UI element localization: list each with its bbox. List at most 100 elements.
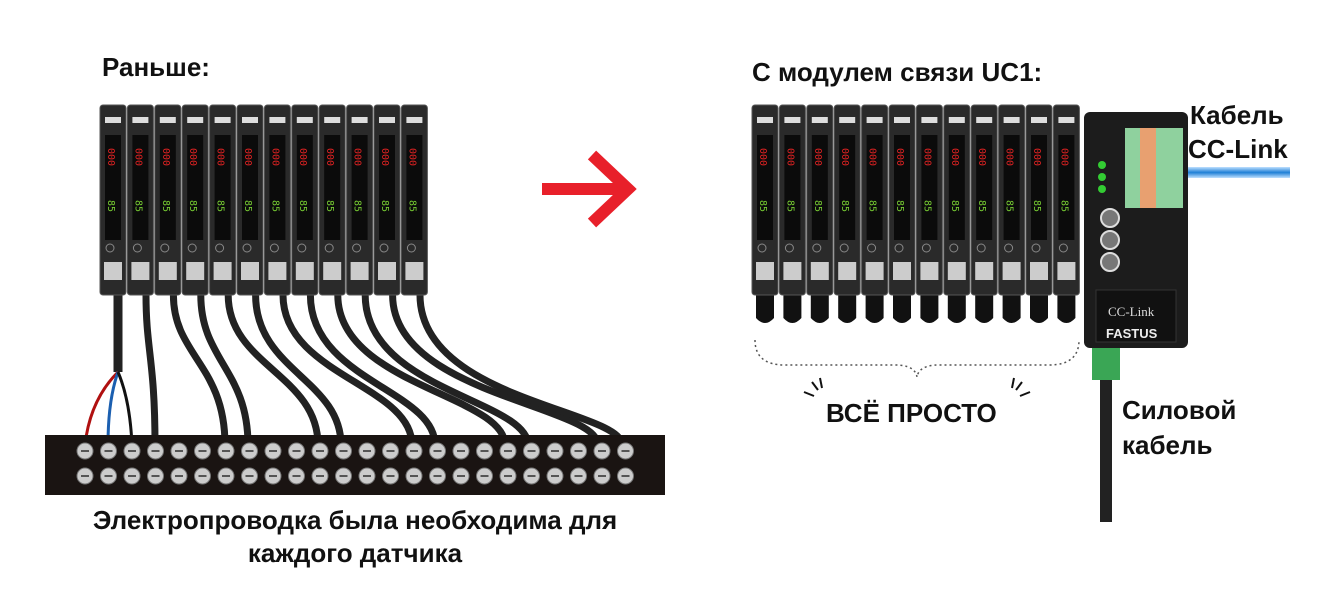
sensor-unit: 000 85 — [970, 104, 998, 323]
sensor-array-after: 000 85 000 85 000 85 000 85 000 85 000 85 000 85 000 85… — [751, 104, 1080, 323]
caption-line-2: каждого датчика — [247, 538, 463, 568]
sensor-array-before: 000 85 000 85 000 85 000 85 000 85 000 85 000 85 000 85… — [99, 104, 428, 296]
svg-text:000: 000 — [242, 148, 253, 166]
status-led — [1098, 161, 1106, 169]
svg-text:85: 85 — [324, 200, 335, 212]
svg-text:85: 85 — [949, 200, 960, 212]
rotary-switch — [1100, 230, 1120, 250]
svg-text:85: 85 — [867, 200, 878, 212]
svg-text:85: 85 — [1004, 200, 1015, 212]
svg-text:000: 000 — [105, 148, 116, 166]
after-title: С модулем связи UC1: — [752, 57, 1043, 87]
svg-text:85: 85 — [1031, 200, 1042, 212]
sensor-unit: 000 85 — [915, 104, 943, 323]
sensor-cable — [389, 294, 602, 446]
svg-text:000: 000 — [949, 148, 960, 166]
uc1-module: CC-Link FASTUS — [1084, 112, 1188, 348]
svg-text:000: 000 — [297, 148, 308, 166]
sensor-unit: 000 85 — [1052, 104, 1080, 323]
sensor-unit: 000 85 — [346, 104, 374, 296]
svg-text:000: 000 — [406, 148, 417, 166]
red-wire — [83, 370, 120, 446]
svg-text:000: 000 — [976, 148, 987, 166]
svg-text:85: 85 — [894, 200, 905, 212]
sensor-unit: 000 85 — [236, 104, 264, 296]
sensor-unit: 000 85 — [888, 104, 916, 323]
svg-text:000: 000 — [757, 148, 768, 166]
terminal-screws — [76, 442, 634, 485]
svg-text:85: 85 — [269, 200, 280, 212]
sensor-unit: 000 85 — [806, 104, 834, 323]
svg-text:85: 85 — [784, 200, 795, 212]
power-cable — [1100, 340, 1112, 522]
sensor-unit: 000 85 — [861, 104, 889, 323]
sensor-unit: 000 85 — [998, 104, 1026, 323]
svg-text:000: 000 — [1004, 148, 1015, 166]
sensor-cable — [334, 294, 509, 446]
svg-text:000: 000 — [867, 148, 878, 166]
svg-text:000: 000 — [839, 148, 850, 166]
sensor-cables — [83, 294, 626, 446]
svg-text:85: 85 — [921, 200, 932, 212]
svg-text:85: 85 — [132, 200, 143, 212]
svg-text:85: 85 — [352, 200, 363, 212]
simple-label: ВСЁ ПРОСТО — [826, 398, 997, 428]
svg-text:85: 85 — [812, 200, 823, 212]
svg-text:000: 000 — [812, 148, 823, 166]
svg-text:000: 000 — [894, 148, 905, 166]
sensor-unit: 000 85 — [263, 104, 291, 296]
sensor-unit: 000 85 — [943, 104, 971, 323]
svg-text:85: 85 — [1058, 200, 1069, 212]
sensor-cable — [169, 294, 229, 446]
sensor-cable — [361, 294, 532, 446]
svg-text:000: 000 — [379, 148, 390, 166]
sensor-cable — [279, 294, 416, 446]
svg-text:85: 85 — [976, 200, 987, 212]
cc-link-label-1: Кабель — [1190, 100, 1284, 130]
rotary-switch — [1100, 252, 1120, 272]
grouping-brace — [754, 339, 1080, 378]
svg-text:000: 000 — [784, 148, 795, 166]
power-label-1: Силовой — [1122, 395, 1237, 425]
emphasis-marks-icon — [803, 377, 1031, 397]
svg-text:85: 85 — [242, 200, 253, 212]
svg-text:000: 000 — [921, 148, 932, 166]
svg-text:000: 000 — [324, 148, 335, 166]
svg-text:85: 85 — [406, 200, 417, 212]
svg-text:85: 85 — [160, 200, 171, 212]
svg-text:85: 85 — [297, 200, 308, 212]
svg-text:000: 000 — [269, 148, 280, 166]
svg-text:000: 000 — [1058, 148, 1069, 166]
sensor-unit: 000 85 — [318, 104, 346, 296]
sensor-cable — [252, 294, 345, 446]
cc-link-label-2: CC-Link — [1188, 134, 1288, 164]
terminal-block — [45, 435, 665, 495]
svg-text:85: 85 — [379, 200, 390, 212]
sensor-cable — [224, 294, 322, 446]
power-label-2: кабель — [1122, 430, 1213, 460]
sensor-unit: 000 85 — [1025, 104, 1053, 323]
svg-text:000: 000 — [352, 148, 363, 166]
svg-text:85: 85 — [215, 200, 226, 212]
black-wire — [116, 371, 134, 446]
status-led — [1098, 173, 1106, 181]
sensor-unit: 000 85 — [778, 104, 806, 323]
cc-link-logo: CC-Link — [1108, 304, 1155, 319]
sensor-unit: 000 85 — [373, 104, 401, 296]
sensor-cable — [142, 294, 159, 446]
rotary-switch — [1100, 208, 1120, 228]
svg-text:85: 85 — [187, 200, 198, 212]
sensor-cable — [306, 294, 439, 446]
svg-text:000: 000 — [132, 148, 143, 166]
sensor-cable — [416, 294, 626, 446]
status-led — [1098, 185, 1106, 193]
sensor-unit: 000 85 — [400, 104, 428, 296]
svg-text:000: 000 — [1031, 148, 1042, 166]
before-title: Раньше: — [102, 52, 210, 82]
